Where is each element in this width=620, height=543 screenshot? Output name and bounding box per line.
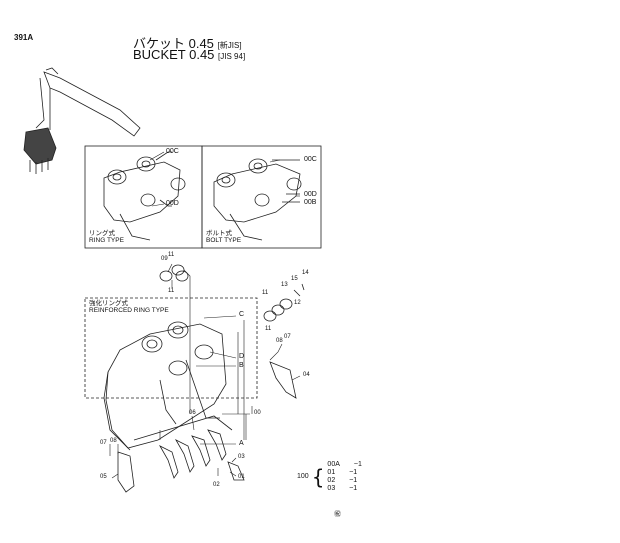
- callout-13: 13: [281, 282, 288, 288]
- bolt-callout-00d: 00D: [304, 191, 317, 198]
- bucket-main-drawing: [103, 321, 297, 493]
- callout-02: 02: [213, 482, 220, 488]
- callout-04: 04: [303, 372, 310, 378]
- callout-letter-b: B: [239, 362, 244, 369]
- title-english: BUCKET 0.45 [JIS 94]: [133, 47, 245, 62]
- ring-type-jp: リング式: [89, 230, 115, 237]
- ring-type-label: リング式 RING TYPE: [89, 230, 124, 244]
- callout-11-right-bottom: 11: [265, 326, 272, 332]
- kit-head: 100: [297, 473, 309, 480]
- page-number: 391A: [14, 33, 34, 42]
- bolt-callout-00c: 00C: [304, 156, 317, 163]
- bolt-type-inset: [201, 145, 322, 249]
- title-en-tag: [JIS 94]: [218, 52, 246, 61]
- callout-11-top: 11: [168, 252, 175, 258]
- callout-11-right-top: 11: [262, 290, 269, 296]
- callout-08-right: 08: [276, 338, 283, 344]
- kit-row: 00A~1: [327, 461, 362, 468]
- title-jp-main: バケット 0.45: [133, 36, 214, 51]
- title-en-main: BUCKET 0.45: [133, 47, 215, 62]
- ring-callout-00d: 00D: [166, 200, 179, 207]
- callout-12: 12: [294, 300, 301, 306]
- ring-type-en: RING TYPE: [89, 237, 124, 244]
- callout-05: 05: [100, 474, 107, 480]
- bolt-type-en: BOLT TYPE: [206, 237, 242, 244]
- leader-lines: [109, 151, 301, 479]
- callout-14: 14: [302, 270, 309, 276]
- title-jp-tag: [新JIS]: [217, 41, 242, 50]
- reinforced-ring-jp: 強化リング式: [89, 300, 128, 307]
- kit-brace: {: [311, 465, 325, 489]
- ring-type-drawing: [103, 151, 186, 241]
- callout-00: 00: [254, 410, 261, 416]
- reinforced-ring-label: 強化リング式 REINFORCED RING TYPE: [89, 300, 169, 314]
- ring-set-right: [263, 283, 305, 322]
- kit-row: 03~1: [327, 485, 358, 492]
- reinforced-ring-en: REINFORCED RING TYPE: [89, 307, 169, 314]
- bolt-callout-00b: 00B: [304, 199, 317, 206]
- callout-06: 06: [189, 410, 196, 416]
- callout-07-left: 07: [100, 440, 107, 446]
- bolt-type-jp: ボルト式: [206, 230, 232, 237]
- callout-letter-a: A: [239, 440, 244, 447]
- kit-row: 01~1: [327, 469, 358, 476]
- ring-set-left: [159, 264, 189, 282]
- callout-01: 01: [238, 474, 245, 480]
- excavator-thumbnail: [23, 67, 141, 174]
- footer-mark: ㊗: [334, 511, 341, 518]
- reinforced-ring-inset: [84, 297, 258, 399]
- callout-03: 03: [238, 454, 245, 460]
- kit-row: 02~1: [327, 477, 358, 484]
- callout-letter-c: C: [239, 311, 245, 318]
- callout-15: 15: [291, 276, 298, 282]
- callout-08-left: 08: [110, 438, 117, 444]
- title-japanese: バケット 0.45 [新JIS]: [133, 33, 242, 52]
- callout-11-bottom: 11: [168, 288, 175, 294]
- callout-09: 09: [161, 256, 168, 262]
- callout-07-right: 07: [284, 334, 291, 340]
- bolt-type-label: ボルト式 BOLT TYPE: [206, 230, 241, 244]
- kit-composition: 100 { 00A~1 01~1 02~1 03~1: [297, 461, 362, 493]
- callout-letter-d: D: [239, 353, 245, 360]
- bolt-type-drawing: [213, 158, 302, 241]
- ring-callout-00c: 00C: [166, 148, 179, 155]
